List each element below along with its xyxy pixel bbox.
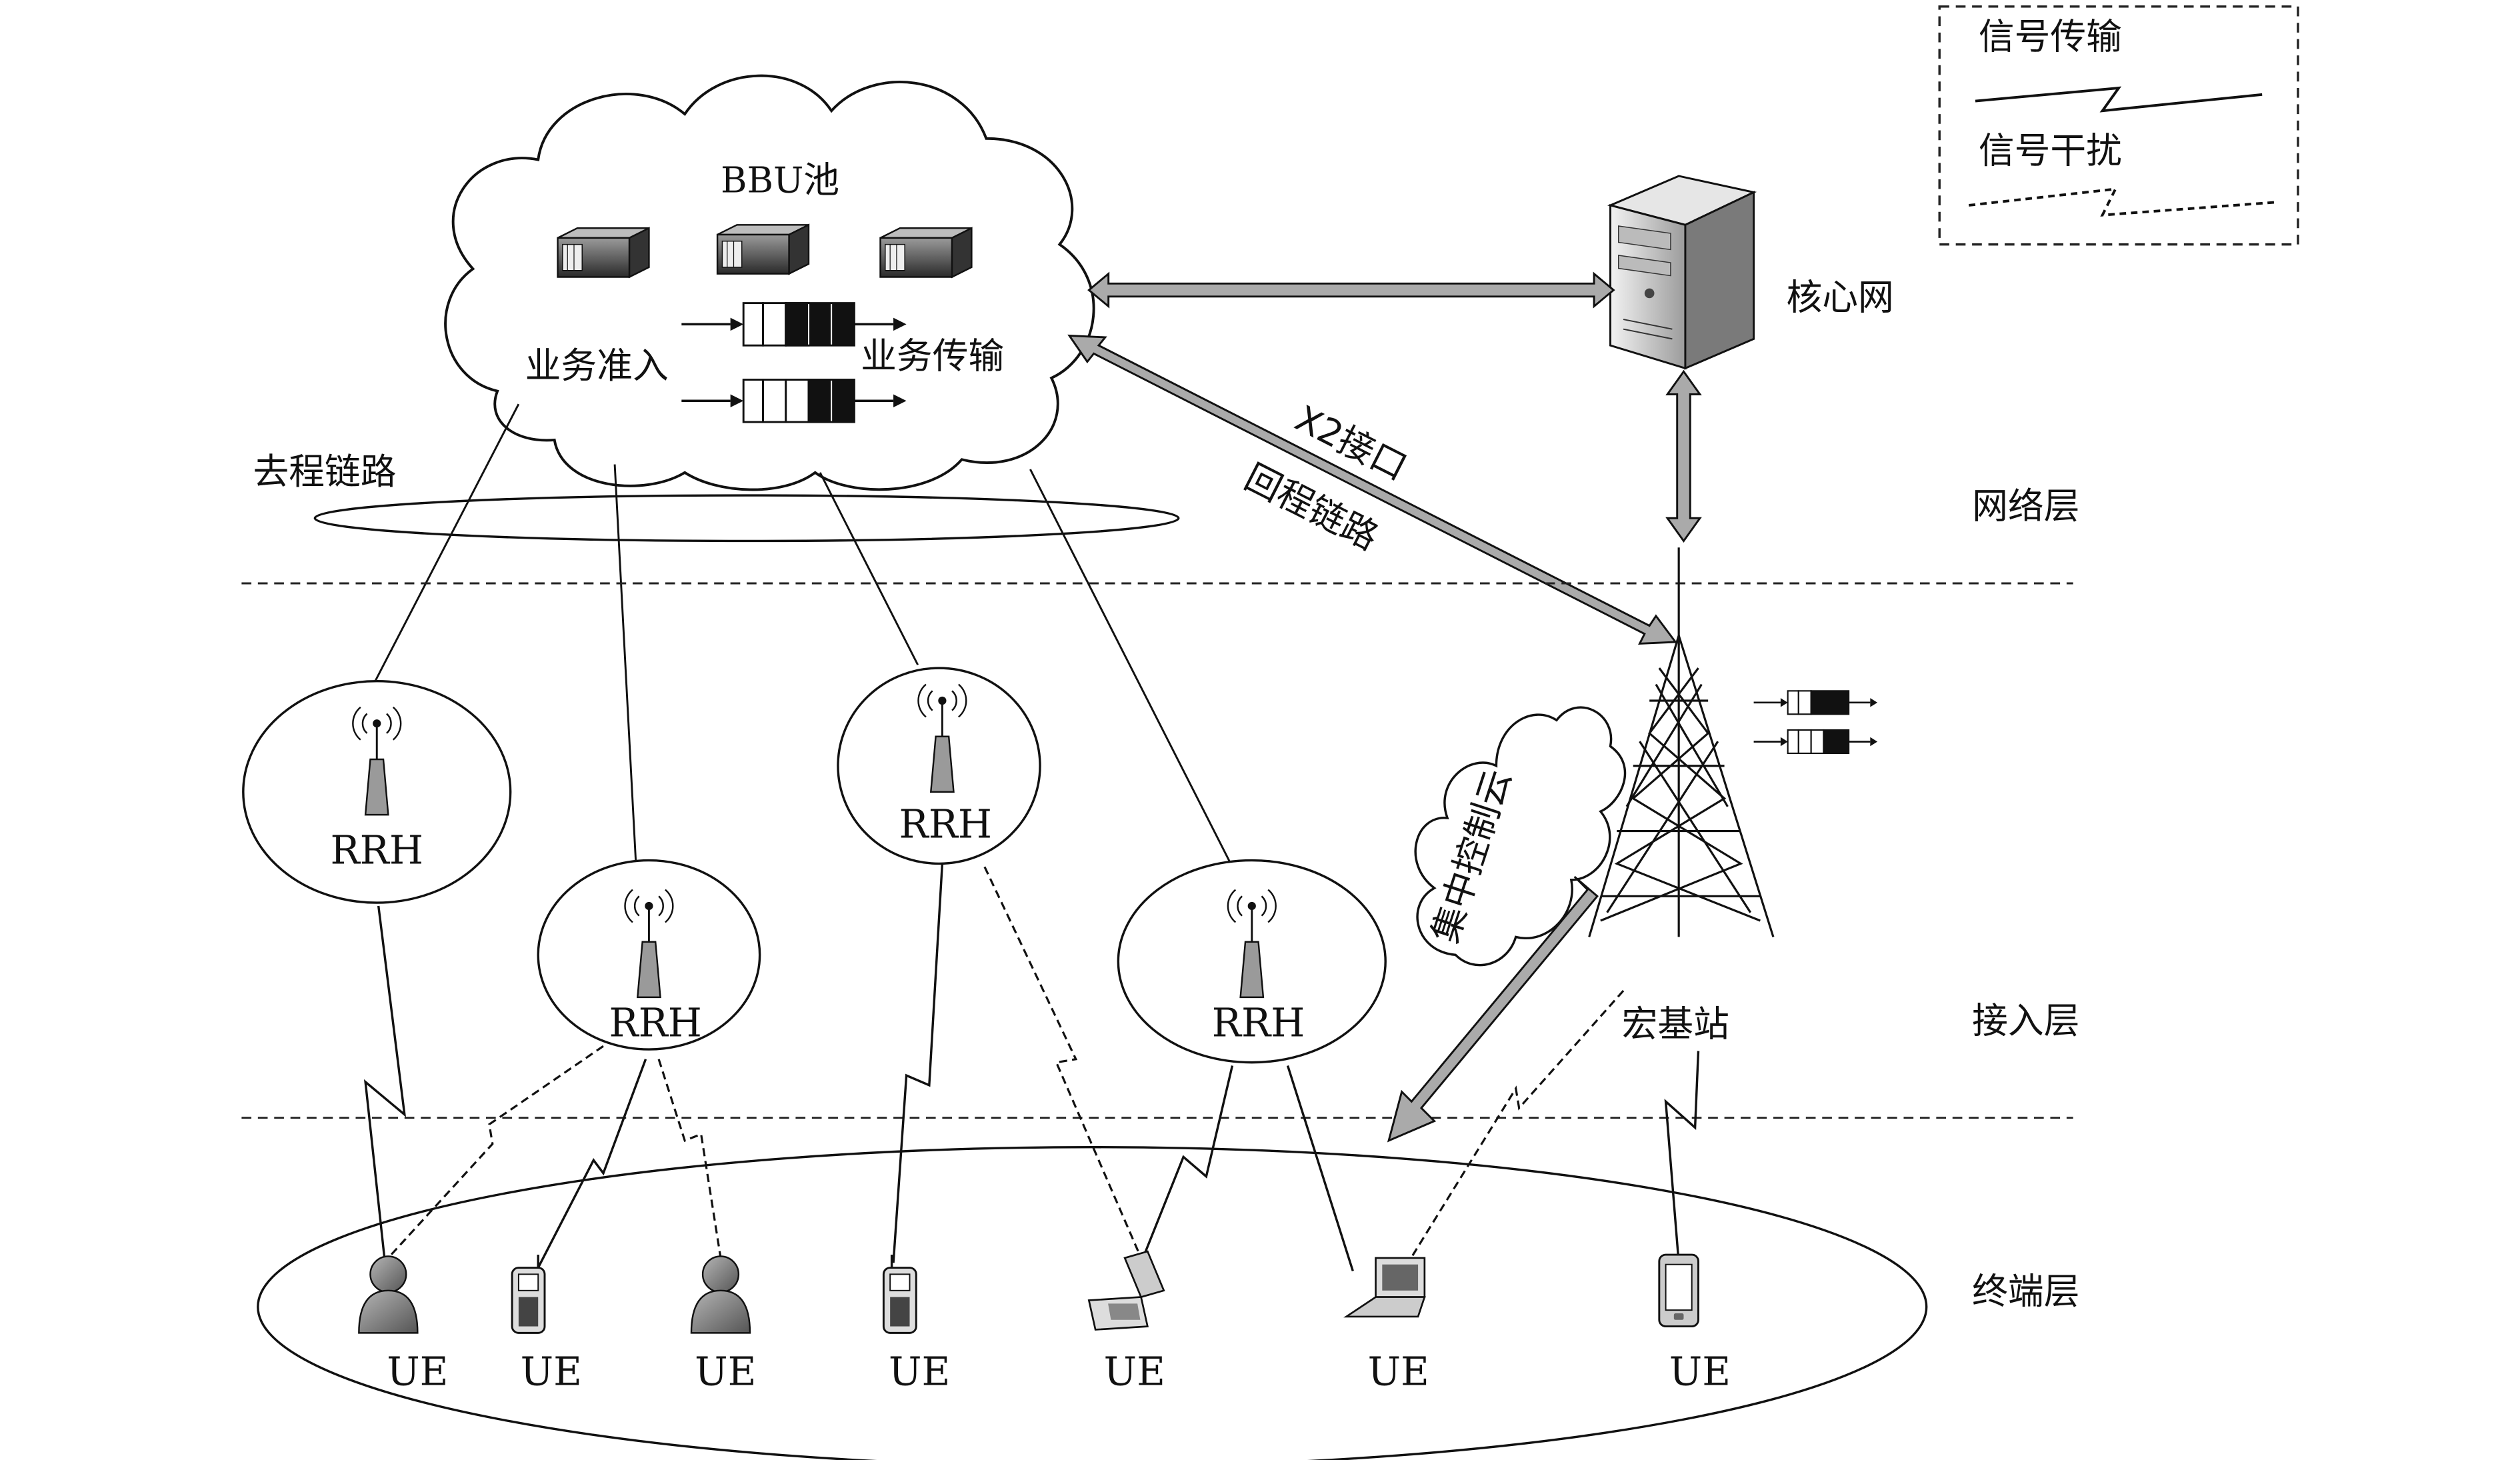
fronthaul-link-label: 去程链路 [253,451,396,493]
ue-label: UE [1368,1349,1429,1395]
server-icon [716,223,810,275]
user-icon [358,1255,419,1334]
cloud-icon [1414,706,1627,967]
fronthaul-links: 去程链路 [253,403,1232,865]
queue-icon [1753,729,1878,755]
server-icon [557,227,650,279]
legend: 信号传输 信号干扰 [1938,5,2299,246]
queue-icon [681,379,907,423]
core-tower-arrow [1665,369,1702,543]
antenna-icon [624,889,674,999]
ue-label: UE [1104,1349,1165,1395]
service-transmission-label: 业务传输 [861,335,1004,377]
cloud-icon [444,74,1095,491]
rrh-label: RRH [1212,1001,1305,1046]
ue-label: UE [1669,1349,1731,1395]
legend-signal-interference-label: 信号干扰 [1979,129,2122,171]
queue-icon [681,302,907,347]
rrh-node: RRH [242,679,512,904]
core-server-icon [1607,175,1757,370]
rrh-label: RRH [331,827,423,873]
rrh-node: RRH [537,859,761,1051]
ue-labels: UE UE UE UE UE UE UE [387,1349,1731,1395]
server-icon [879,227,973,279]
ue-label: UE [521,1349,582,1395]
x2-backhaul-arrow [1067,334,1678,645]
queue-icon [1753,690,1878,715]
core-network-label: 核心网 [1786,276,1893,318]
legend-signal-transmission-label: 信号传输 [1979,15,2122,57]
bbu-core-arrow [1087,271,1615,309]
signal-transmission-links [363,863,1700,1271]
legend-signal-interference-bolt [1969,187,2279,217]
rrh-label: RRH [899,801,992,847]
mobile-phone-icon [511,1255,546,1334]
legend-signal-transmission-bolt [1975,86,2263,113]
bbu-pool-title: BBU池 [721,159,839,201]
rrh-node: RRH [1117,859,1387,1064]
ue-label: UE [387,1349,448,1395]
fronthaul-ring [313,494,1180,543]
rrh-label: RRH [609,1001,701,1046]
terminal-area-ellipse [257,1146,1928,1460]
terminal-layer-label: 终端层 [1972,1270,2079,1312]
ue-label: UE [695,1349,756,1395]
service-admission-label: 业务准入 [525,345,669,387]
rrh-node: RRH [837,667,1041,865]
laptop-icon [1343,1257,1426,1318]
smartphone-icon [1658,1253,1699,1328]
tower-icon [1588,547,1775,937]
antenna-icon [1227,889,1277,999]
antenna-icon [917,683,967,793]
legend-frame [1938,5,2299,246]
bbu-pool-cloud: BBU池 [444,74,1095,491]
access-layer-label: 接入层 [1972,1000,2079,1042]
antenna-icon [352,706,402,816]
control-cloud: 集中控制云 [1414,706,1627,967]
ue-label: UE [889,1349,950,1395]
user-icon [690,1255,751,1334]
network-layer-label: 网络层 [1972,485,2079,527]
flip-phone-icon [1087,1250,1165,1331]
macro-base-station-label: 宏基站 [1622,1003,1729,1045]
signal-interference-links [387,866,1625,1269]
control-arrow [1387,875,1599,1143]
mobile-phone-icon [882,1255,917,1334]
